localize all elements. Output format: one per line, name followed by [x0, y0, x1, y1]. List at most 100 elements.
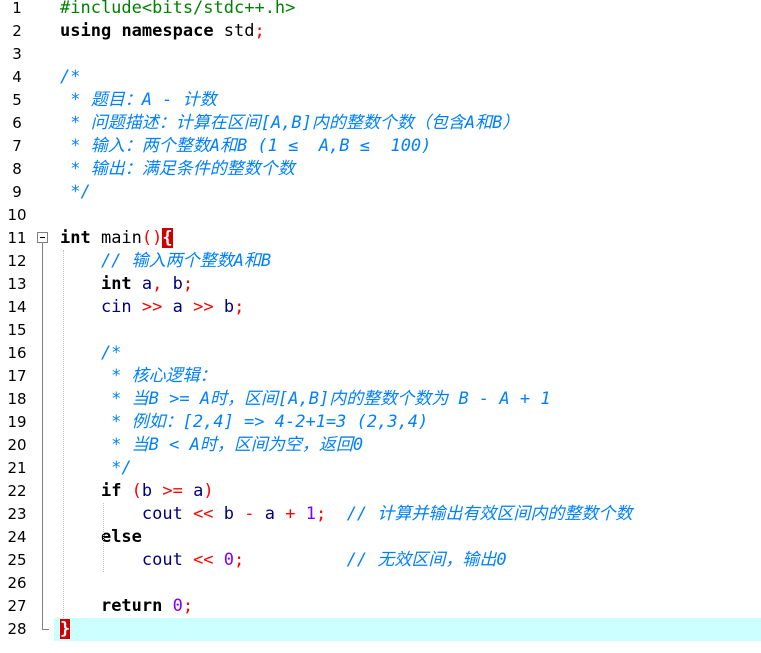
line-number: 7 [0, 135, 34, 158]
code-text[interactable]: * 输入：两个整数A和B (1 ≤ A,B ≤ 100) [60, 135, 431, 158]
line-number: 4 [0, 66, 34, 89]
line-number: 12 [0, 250, 34, 273]
keyword-token: int [60, 228, 91, 248]
fold-margin [34, 181, 54, 204]
code-text[interactable]: * 核心逻辑： [60, 365, 216, 388]
fold-minus-icon[interactable] [37, 232, 48, 243]
line-number: 27 [0, 595, 34, 618]
fold-margin [34, 319, 54, 342]
code-line[interactable]: 3 [0, 43, 761, 66]
matched-brace: } [60, 619, 71, 639]
fold-margin [34, 135, 54, 158]
code-token: b [213, 504, 235, 524]
comment-token: * 题目：A - 计数 [60, 90, 217, 110]
fold-margin [34, 526, 54, 549]
keyword-token: int [100, 274, 132, 294]
operator-token: ; [182, 274, 194, 294]
code-line[interactable]: 5 * 题目：A - 计数 [0, 89, 761, 112]
code-line[interactable]: 1#include<bits/stdc++.h> [0, 0, 761, 20]
line-number: 26 [0, 572, 34, 595]
code-token: b [213, 297, 235, 317]
code-text[interactable]: using namespace std; [60, 20, 265, 43]
code-text[interactable]: * 例如：[2,4] => 4-2+1=3 (2,3,4) [60, 411, 428, 434]
code-line[interactable]: 15 [0, 319, 761, 342]
code-text[interactable]: // 输入两个整数A和B [60, 250, 271, 273]
code-line[interactable]: 26 [0, 572, 761, 595]
keyword-token: namespace [121, 21, 214, 41]
code-text[interactable]: } [60, 618, 71, 641]
code-text[interactable]: int main(){ [60, 227, 173, 250]
code-text[interactable]: cout << b - a + 1; // 计算并输出有效区间内的整数个数 [60, 503, 633, 526]
line-number: 8 [0, 158, 34, 181]
fold-margin [34, 618, 54, 641]
line-number: 23 [0, 503, 34, 526]
operator-token: << [182, 504, 214, 524]
code-text[interactable]: /* [60, 66, 80, 89]
comment-token: * 例如：[2,4] => 4-2+1=3 (2,3,4) [60, 412, 429, 432]
fold-margin [34, 457, 54, 480]
code-text[interactable]: * 问题描述：计算在区间[A,B]内的整数个数（包含A和B） [60, 112, 519, 135]
code-line[interactable]: 10 [0, 204, 761, 227]
code-text[interactable]: */ [60, 457, 131, 480]
line-number: 10 [0, 204, 34, 227]
code-line[interactable]: 27 return 0; [0, 595, 761, 618]
fold-margin [34, 388, 54, 411]
line-number: 21 [0, 457, 34, 480]
code-line[interactable]: 14 cin >> a >> b; [0, 296, 761, 319]
comment-token: * 当B >= A时，区间[A,B]内的整数个数为 B - A + 1 [60, 389, 551, 409]
comment-token: // 无效区间，输出0 [244, 550, 507, 570]
code-line[interactable]: 23 cout << b - a + 1; // 计算并输出有效区间内的整数个数 [0, 503, 761, 526]
code-text[interactable]: cin >> a >> b; [60, 296, 244, 319]
line-number: 19 [0, 411, 34, 434]
code-text[interactable]: return 0; [60, 595, 193, 618]
keyword-token: using [60, 21, 112, 41]
code-line[interactable]: 9 */ [0, 181, 761, 204]
code-line[interactable]: 16 /* [0, 342, 761, 365]
code-line[interactable]: 12 // 输入两个整数A和B [0, 250, 761, 273]
code-line[interactable]: 28} [0, 618, 761, 641]
code-text[interactable]: * 输出：满足条件的整数个数 [60, 158, 294, 181]
comment-token: * 输入：两个整数A和B (1 ≤ A,B ≤ 100) [60, 136, 432, 156]
code-line[interactable]: 21 */ [0, 457, 761, 480]
fold-margin [34, 112, 54, 135]
code-text[interactable]: else [60, 526, 142, 549]
code-line[interactable]: 7 * 输入：两个整数A和B (1 ≤ A,B ≤ 100) [0, 135, 761, 158]
code-line[interactable]: 13 int a, b; [0, 273, 761, 296]
code-text[interactable]: #include<bits/stdc++.h> [60, 0, 295, 20]
code-line[interactable]: 19 * 例如：[2,4] => 4-2+1=3 (2,3,4) [0, 411, 761, 434]
comment-token: */ [60, 182, 91, 202]
fold-margin [34, 227, 54, 250]
code-line[interactable]: 18 * 当B >= A时，区间[A,B]内的整数个数为 B - A + 1 [0, 388, 761, 411]
code-line[interactable]: 25 cout << 0; // 无效区间，输出0 [0, 549, 761, 572]
code-line[interactable]: 24 else [0, 526, 761, 549]
code-token: main [90, 228, 142, 248]
code-text[interactable]: * 当B >= A时，区间[A,B]内的整数个数为 B - A + 1 [60, 388, 551, 411]
code-line[interactable]: 6 * 问题描述：计算在区间[A,B]内的整数个数（包含A和B） [0, 112, 761, 135]
code-line[interactable]: 20 * 当B < A时，区间为空，返回0 [0, 434, 761, 457]
comment-token: /* [60, 343, 122, 363]
fold-margin [34, 549, 54, 572]
line-number: 5 [0, 89, 34, 112]
fold-margin [34, 204, 54, 227]
fold-range-line [42, 243, 43, 620]
operator-token: ; [182, 596, 194, 616]
code-line[interactable]: 17 * 核心逻辑： [0, 365, 761, 388]
fold-margin [34, 273, 54, 296]
code-line[interactable]: 4 /* [0, 66, 761, 89]
code-text[interactable]: /* [60, 342, 121, 365]
keyword-token: return [100, 596, 163, 616]
code-text[interactable]: int a, b; [60, 273, 193, 296]
code-text[interactable]: */ [60, 181, 91, 204]
code-line[interactable]: 8 * 输出：满足条件的整数个数 [0, 158, 761, 181]
code-text[interactable]: * 当B < A时，区间为空，返回0 [60, 434, 363, 457]
code-text[interactable]: if (b >= a) [60, 480, 214, 503]
code-text[interactable]: cout << 0; // 无效区间，输出0 [60, 549, 507, 572]
code-line[interactable]: 22 if (b >= a) [0, 480, 761, 503]
fold-margin [34, 66, 54, 89]
code-text[interactable]: * 题目：A - 计数 [60, 89, 217, 112]
number-token: 0 [213, 550, 235, 570]
line-number: 3 [0, 43, 34, 66]
